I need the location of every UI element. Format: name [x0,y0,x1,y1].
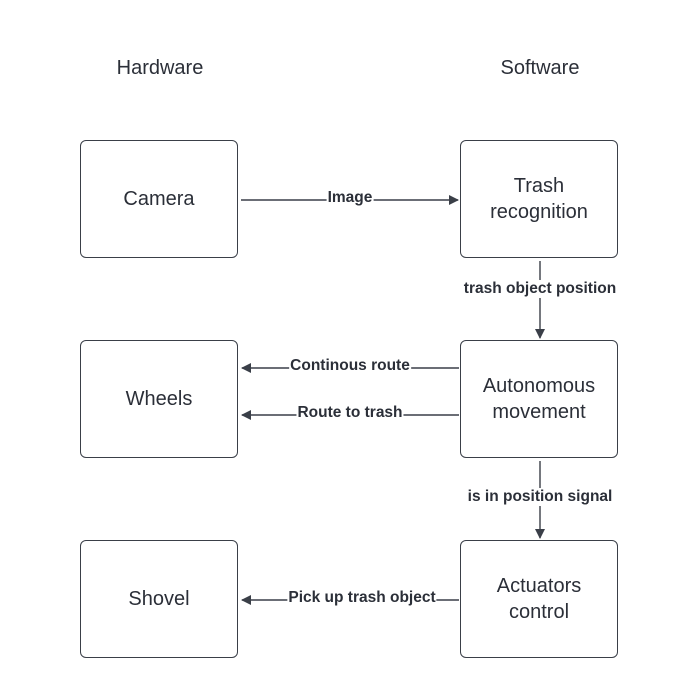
software-column-title: Software [500,57,580,79]
shovel-box: Shovel [80,540,238,658]
edge-trash-object-position-label: trash object position [462,280,618,298]
edge-route-to-trash-label: Route to trash [296,404,404,422]
edge-is-in-position-signal-label: is in position signal [466,488,614,506]
edge-image-label: Image [326,189,374,207]
actuators-control-box: Actuators control [460,540,618,658]
edge-pick-up-trash-object-label: Pick up trash object [287,589,437,607]
trash-recognition-box: Trash recognition [460,140,618,258]
camera-box: Camera [80,140,238,258]
edge-continous-route-label: Continous route [289,357,411,375]
hardware-column-title: Hardware [116,57,204,79]
wheels-box: Wheels [80,340,238,458]
autonomous-movement-box: Autonomous movement [460,340,618,458]
